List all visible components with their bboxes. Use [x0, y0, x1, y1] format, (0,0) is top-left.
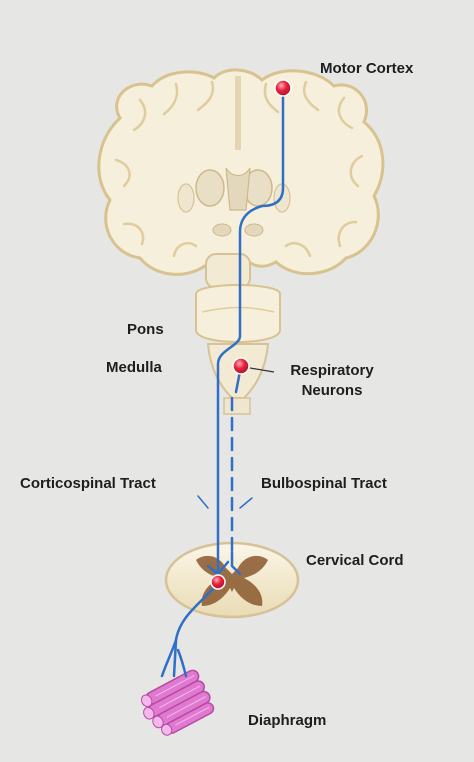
respiratory-neurons-node-icon	[232, 357, 250, 375]
brainstem	[195, 253, 281, 415]
label-medulla: Medulla	[106, 359, 162, 376]
label-respiratory-line2: Neurons	[301, 382, 363, 399]
diaphragm-muscle	[140, 669, 215, 736]
cervical-cord-node-icon	[210, 574, 226, 590]
deep-structures	[177, 167, 291, 237]
nerve-pathways	[160, 86, 285, 678]
cervical-cord-section	[164, 541, 300, 619]
label-motor-cortex: Motor Cortex	[320, 60, 414, 77]
brain-outline	[97, 68, 385, 276]
label-bulbospinal-tract: Bulbospinal Tract	[261, 475, 387, 492]
label-respiratory-neurons: Respiratory Neurons	[276, 361, 388, 401]
label-pons: Pons	[127, 321, 164, 338]
brain-section	[97, 68, 385, 276]
motor-cortex-node-icon	[274, 79, 292, 97]
label-cervical-cord: Cervical Cord	[306, 552, 404, 569]
label-corticospinal-tract: Corticospinal Tract	[20, 475, 156, 492]
pons-shape	[195, 284, 281, 343]
gyri-folds	[114, 80, 364, 258]
respiratory-pointer	[249, 367, 275, 373]
label-respiratory-line1: Respiratory	[290, 362, 374, 379]
gray-matter	[196, 555, 268, 606]
label-diaphragm: Diaphragm	[248, 712, 327, 729]
midbrain	[205, 253, 251, 289]
neuron-nodes	[210, 79, 292, 590]
corticospinal-tract-line	[216, 86, 285, 576]
